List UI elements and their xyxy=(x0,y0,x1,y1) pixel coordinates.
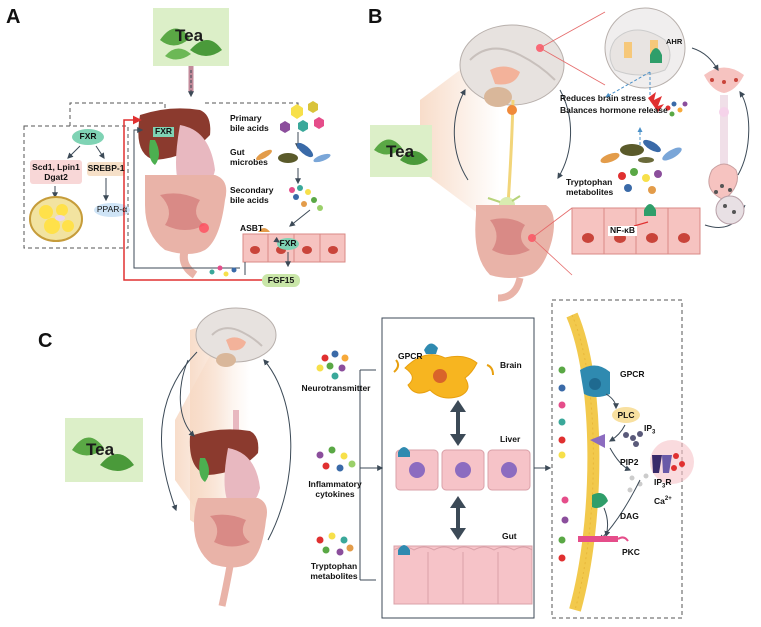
tea-box-c xyxy=(65,418,143,482)
tryptophan-label-b: Tryptophan metabolites xyxy=(566,177,614,197)
liver-label-c: Liver xyxy=(500,434,521,444)
dag-label: DAG xyxy=(620,511,639,521)
calcium-ions xyxy=(627,473,649,493)
cytokine-cluster xyxy=(316,446,356,472)
inflammatory-cytokines-label: Inflammatory cytokines xyxy=(308,479,362,499)
genes-label: Scd1, Lpin1 Dgat2 xyxy=(32,162,80,182)
ip3-receptor xyxy=(650,440,694,484)
primary-bile-acids-label: Primary bile acids xyxy=(230,113,269,133)
neurotransmitter-label: Neurotransmitter xyxy=(301,383,371,393)
tea-label-b: Tea xyxy=(386,142,415,161)
balances-hormone-label: Balances hormone release xyxy=(560,105,668,115)
nfkb-label: NF-κB xyxy=(608,225,638,236)
ip3-label: IP3 xyxy=(644,423,656,436)
liver-cells-c xyxy=(395,447,531,491)
srebp-label: SREBP-1 xyxy=(87,163,125,173)
secondary-bile-acids xyxy=(289,185,323,211)
fxr-label-left: FXR xyxy=(79,131,97,141)
tryptophan-metabolites-b xyxy=(618,168,662,194)
panel-a-letter: A xyxy=(6,6,21,28)
fxr-pathway-box xyxy=(23,125,129,249)
pip2-label: PIP2 xyxy=(620,457,639,467)
digestive-system-a xyxy=(138,108,227,279)
tea-label-c: Tea xyxy=(86,440,115,459)
plc-oval xyxy=(612,407,640,423)
fgf15-label: FGF15 xyxy=(267,275,295,285)
neuron-column-b xyxy=(704,67,744,201)
ip3r-label: IP3R xyxy=(654,477,672,490)
brain-detail xyxy=(604,7,686,89)
calcium-label: Ca2+ xyxy=(654,495,672,506)
fat-cell xyxy=(29,196,83,242)
dag-shape xyxy=(592,493,608,509)
gut-cells-c xyxy=(393,545,533,605)
fxr-gut-label: FXR xyxy=(279,238,297,248)
gut-label-c: Gut xyxy=(502,531,517,541)
panel-b-letter: B xyxy=(368,6,383,28)
tea-box-b xyxy=(370,125,432,177)
intestine-b xyxy=(475,205,554,302)
fxr-liver-label: FXR xyxy=(153,126,174,137)
tryptophan-cluster-c xyxy=(316,532,354,556)
double-arrows xyxy=(450,400,466,540)
plc-label: PLC xyxy=(617,410,635,420)
panel-c-letter: C xyxy=(38,330,53,352)
membrane-ligands xyxy=(558,366,569,562)
neurotransmitter-cluster xyxy=(316,350,349,380)
secondary-bile-acids-label: Secondary bile acids xyxy=(230,185,274,205)
cell-membrane xyxy=(566,312,600,612)
tea-label-a: Tea xyxy=(175,26,204,45)
primary-bile-acids xyxy=(280,101,324,133)
gut-microbes-b xyxy=(600,139,682,164)
stress-icon xyxy=(648,92,664,112)
brain-label-c: Brain xyxy=(500,360,522,370)
pip2-shape xyxy=(590,434,605,448)
gut-microbes-a xyxy=(256,142,331,163)
tea-box-a xyxy=(153,8,229,66)
asbt-label: ASBT xyxy=(240,223,264,233)
pkc-bar xyxy=(578,536,618,542)
reduces-stress-label: Reduces brain stress xyxy=(560,93,646,103)
gut-microbes-label-a: Gut microbes xyxy=(230,147,268,167)
gpcr-membrane-label: GPCR xyxy=(620,369,645,379)
fxr-oval-left xyxy=(72,129,104,145)
digestive-system-c xyxy=(189,410,267,607)
intestinal-cells-b xyxy=(571,204,701,255)
pkc-label: PKC xyxy=(622,547,640,557)
gpcr-cell-label: GPCR xyxy=(398,351,423,361)
ppar-label: PPAR-α xyxy=(96,204,128,214)
brain-c xyxy=(195,307,277,367)
gpcr-receptor xyxy=(580,365,610,397)
hormone-particles xyxy=(665,101,688,117)
ahr-label: AHR xyxy=(666,37,683,46)
reabsorbed-bile-acids xyxy=(209,265,237,277)
brain-b xyxy=(459,24,565,107)
immune-cell-b xyxy=(715,195,745,225)
brain-neuron-c xyxy=(393,343,494,399)
tryptophan-label-c: Tryptophan metabolites xyxy=(310,561,358,581)
ip3-beads xyxy=(623,431,643,447)
